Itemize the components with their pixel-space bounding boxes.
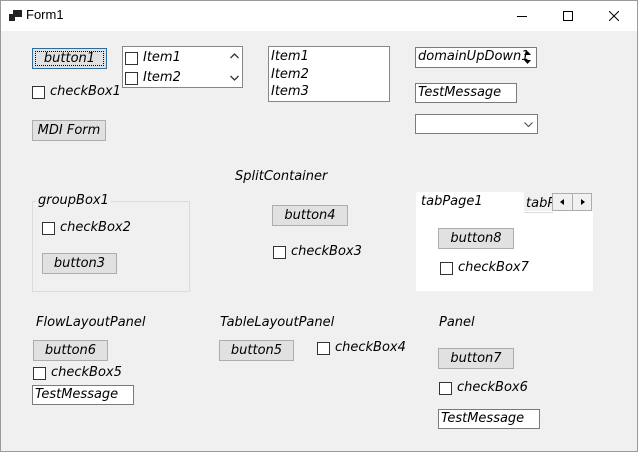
tab-page2-label: tabPage2 — [526, 196, 553, 211]
checkbox1-box[interactable] — [32, 86, 45, 99]
window-title: Form1 — [26, 7, 64, 22]
domain-updown-value: domainUpDown1 — [418, 49, 530, 64]
checkbox4-box[interactable] — [317, 342, 330, 355]
button5[interactable]: button5 — [219, 340, 294, 361]
checkbox1-label: checkBox1 — [50, 84, 121, 99]
checkbox3-box[interactable] — [273, 246, 286, 259]
checked-list-item-1-box[interactable] — [125, 52, 138, 65]
tab-scroll-buttons[interactable] — [552, 193, 592, 211]
groupbox1-label: groupBox1 — [36, 193, 111, 208]
tab-scroll-left-icon[interactable] — [560, 199, 564, 205]
maximize-button[interactable] — [545, 1, 591, 31]
title-bar[interactable]: Form1 — [1, 1, 637, 31]
checkbox3-label: checkBox3 — [291, 244, 362, 259]
checked-list-item-2-box[interactable] — [125, 72, 138, 85]
tab-scroll-right-icon[interactable] — [581, 199, 585, 205]
button6[interactable]: button6 — [33, 340, 108, 361]
checked-listbox[interactable]: Item1 Item2 — [122, 46, 243, 88]
listbox[interactable]: Item1 Item2 Item3 — [268, 46, 390, 102]
chevron-down-icon[interactable] — [524, 122, 533, 127]
close-button[interactable] — [591, 1, 637, 31]
checkbox6-label: checkBox6 — [457, 380, 528, 395]
split-container-label: SplitContainer — [235, 169, 328, 184]
app-icon — [9, 10, 22, 21]
list-item-2[interactable]: Item2 — [271, 67, 309, 82]
minimize-button[interactable] — [499, 1, 545, 31]
test-message-textbox-flow[interactable]: TestMessage — [32, 385, 134, 405]
checkbox4-label: checkBox4 — [335, 340, 406, 355]
flow-layout-panel-label: FlowLayoutPanel — [36, 315, 146, 330]
panel-label: Panel — [439, 315, 475, 330]
checkbox6-box[interactable] — [439, 382, 452, 395]
maximize-icon — [563, 11, 573, 21]
table-layout-panel-label: TableLayoutPanel — [220, 315, 335, 330]
combobox[interactable] — [415, 114, 538, 134]
list-item-1[interactable]: Item1 — [271, 49, 309, 64]
checkbox7-box[interactable] — [440, 262, 453, 275]
checkbox5-box[interactable] — [33, 367, 46, 380]
list-item-3[interactable]: Item3 — [271, 84, 309, 99]
button4[interactable]: button4 — [272, 205, 348, 226]
button7[interactable]: button7 — [438, 348, 514, 369]
checked-list-item-1-label: Item1 — [143, 50, 181, 65]
mdi-form-button[interactable]: MDI Form — [32, 120, 106, 141]
checkbox2-label: checkBox2 — [60, 220, 131, 235]
scroll-down-icon[interactable] — [230, 75, 239, 81]
checkbox5-label: checkBox5 — [51, 365, 122, 380]
tab-page-panel — [416, 211, 593, 291]
spin-up-icon[interactable] — [524, 51, 531, 55]
checked-list-item-2-label: Item2 — [143, 70, 181, 85]
spin-down-icon[interactable] — [524, 60, 531, 64]
checkbox7-label: checkBox7 — [458, 260, 529, 275]
button1[interactable]: button1 — [32, 48, 107, 69]
groupbox1 — [32, 201, 190, 292]
minimize-icon — [517, 16, 527, 17]
checkbox2-box[interactable] — [42, 222, 55, 235]
tab-page1[interactable]: tabPage1 — [416, 192, 524, 214]
close-icon — [609, 11, 619, 21]
domain-updown[interactable]: domainUpDown1 — [415, 47, 537, 68]
domain-updown-spinner[interactable] — [520, 48, 536, 67]
tab-page1-label: tabPage1 — [421, 194, 483, 209]
tab-page2[interactable]: tabPage2 — [524, 195, 553, 213]
button3[interactable]: button3 — [42, 253, 117, 274]
button8[interactable]: button8 — [438, 228, 514, 249]
test-message-textbox-panel[interactable]: TestMessage — [438, 409, 540, 429]
listbox-scrollbar[interactable] — [226, 48, 242, 86]
scroll-up-icon[interactable] — [230, 53, 239, 59]
test-message-textbox-top[interactable]: TestMessage — [415, 83, 517, 103]
